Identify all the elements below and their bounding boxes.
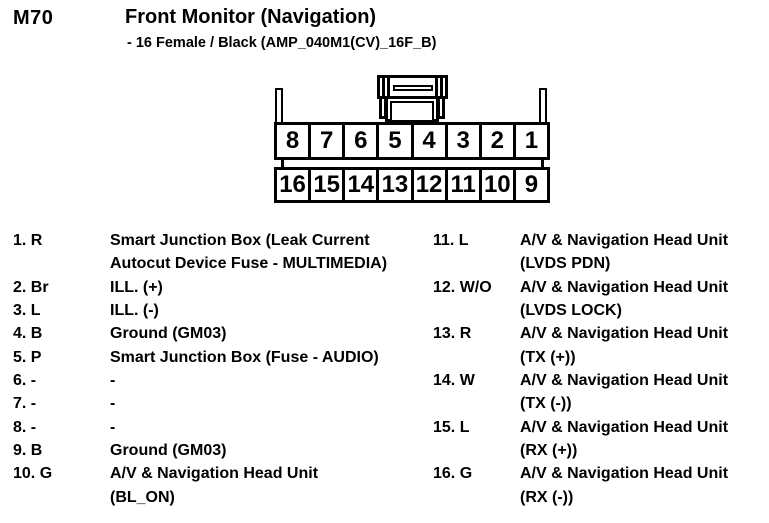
connector-spec: - 16 Female / Black (AMP_040M1(CV)_16F_B… [127, 35, 437, 51]
pin-description: ILL. (-) [110, 302, 159, 320]
pin-description: Smart Junction Box (Fuse - AUDIO) [110, 348, 379, 366]
pin-description: - [110, 372, 116, 390]
pin-label: 5. P [13, 348, 42, 366]
pin-description: - [110, 418, 116, 436]
pin-description: Smart Junction Box (Leak Current Autocut… [110, 232, 388, 273]
pin-cell-16: 16 [277, 170, 312, 200]
row-connector-left [281, 159, 284, 168]
pin-description: A/V & Navigation Head Unit (TX (+)) [520, 325, 729, 366]
pin-description: ILL. (+) [110, 278, 163, 296]
pin-entry-5: 5. P Smart Junction Box (Fuse - AUDIO) [13, 346, 433, 369]
pin-list-left: 1. R Smart Junction Box (Leak Current Au… [13, 229, 433, 509]
pin-description: Ground (GM03) [110, 442, 227, 460]
pin-entry-11: 11. L A/V & Navigation Head Unit (LVDS P… [433, 229, 769, 276]
pin-cell-1: 1 [524, 127, 539, 154]
pin-cell-2: 2 [482, 125, 516, 157]
pin-label: 13. R [433, 325, 472, 343]
pin-entry-8: 8. - - [13, 416, 433, 439]
row-connector-right [541, 159, 544, 168]
pin-label: 9. B [13, 442, 43, 460]
pin-cell-4: 4 [414, 125, 448, 157]
pin-description: A/V & Navigation Head Unit (BL_ON) [110, 465, 319, 506]
pin-label: 10. G [13, 465, 53, 483]
pin-cell-10: 10 [482, 170, 516, 200]
pin-cell-13: 13 [379, 170, 414, 200]
pin-entry-14: 14. W A/V & Navigation Head Unit (TX (-)… [433, 369, 769, 416]
pin-label: 14. W [433, 372, 475, 390]
pin-row-bottom: 16 15 14 13 12 11 10 9 [274, 167, 550, 203]
pin-entry-1: 1. R Smart Junction Box (Leak Current Au… [13, 229, 433, 276]
latch-lip [393, 85, 433, 91]
pin-description: Ground (GM03) [110, 325, 227, 343]
pin-cell-15: 15 [311, 170, 346, 200]
pin-entry-9: 9. B Ground (GM03) [13, 439, 433, 462]
pin-entry-7: 7. - - [13, 392, 433, 415]
pin-label: 7. - [13, 395, 37, 413]
pin-entry-6: 6. - - [13, 369, 433, 392]
pin-cell-6: 6 [345, 125, 380, 157]
pin-list-right: 11. L A/V & Navigation Head Unit (LVDS P… [433, 229, 769, 509]
pin-entry-13: 13. R A/V & Navigation Head Unit (TX (+)… [433, 322, 769, 369]
pin-label: 2. Br [13, 278, 49, 296]
connector-ear-left [275, 88, 283, 124]
pin-cell-11: 11 [448, 170, 482, 200]
pin-label: 6. - [13, 372, 37, 390]
pin-row-top: 8 7 6 5 4 3 2 1 [274, 122, 550, 160]
pin-cell-5: 5 [379, 125, 414, 157]
pin-entry-3: 3. L ILL. (-) [13, 299, 433, 322]
pin-cell-3: 3 [448, 125, 482, 157]
pin-description: A/V & Navigation Head Unit (LVDS PDN) [520, 232, 729, 273]
pin-entry-15: 15. L A/V & Navigation Head Unit (RX (+)… [433, 416, 769, 463]
pin-cell-12: 12 [414, 170, 448, 200]
pin-label: 3. L [13, 302, 41, 320]
pin-entry-2: 2. Br ILL. (+) [13, 276, 433, 299]
pin-label: 15. L [433, 418, 470, 436]
latch-lower-inner [390, 101, 434, 122]
pin-description: A/V & Navigation Head Unit (RX (-)) [520, 465, 729, 506]
pin-cell-9: 9 [524, 171, 539, 198]
pin-entry-12: 12. W/O A/V & Navigation Head Unit (LVDS… [433, 276, 769, 323]
pin-label: 12. W/O [433, 278, 492, 296]
pin-label: 8. - [13, 418, 37, 436]
page-title: Front Monitor (Navigation) [125, 6, 377, 28]
pin-entry-16: 16. G A/V & Navigation Head Unit (RX (-)… [433, 462, 769, 509]
pin-entry-10: 10. G A/V & Navigation Head Unit (BL_ON) [13, 462, 433, 509]
pin-description: A/V & Navigation Head Unit (RX (+)) [520, 418, 729, 460]
pin-description: A/V & Navigation Head Unit (LVDS LOCK) [520, 278, 729, 320]
pin-label: 11. L [433, 232, 469, 249]
connector-ear-right [539, 88, 547, 124]
pin-label: 16. G [433, 465, 473, 483]
pin-description: A/V & Navigation Head Unit (TX (-)) [520, 372, 729, 413]
connector-code: M70 [13, 7, 54, 29]
pin-label: 4. B [13, 325, 43, 343]
pin-description: - [110, 395, 116, 413]
pin-cell-7: 7 [311, 125, 346, 157]
pin-entry-4: 4. B Ground (GM03) [13, 322, 433, 345]
pin-label: 1. R [13, 232, 43, 249]
pin-cell-8: 8 [277, 125, 312, 157]
pin-cell-14: 14 [345, 170, 380, 200]
